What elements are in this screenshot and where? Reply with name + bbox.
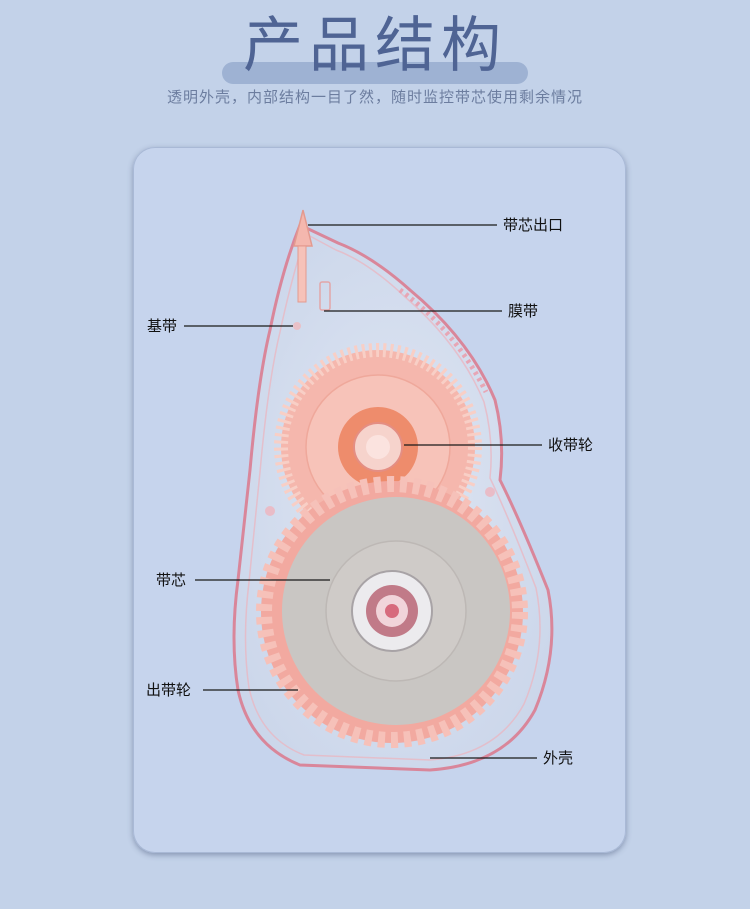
- screw-right: [485, 487, 495, 497]
- label-tape-outlet: 带芯出口: [503, 216, 563, 234]
- label-tape-core: 带芯: [156, 571, 186, 589]
- screw-left: [265, 506, 275, 516]
- label-base-tape: 基带: [147, 317, 177, 335]
- label-supply-wheel: 出带轮: [146, 681, 191, 699]
- label-shell: 外壳: [543, 749, 573, 767]
- tape-core: [282, 497, 510, 725]
- label-take-up-wheel: 收带轮: [548, 436, 593, 454]
- label-film-tape: 膜带: [508, 302, 538, 320]
